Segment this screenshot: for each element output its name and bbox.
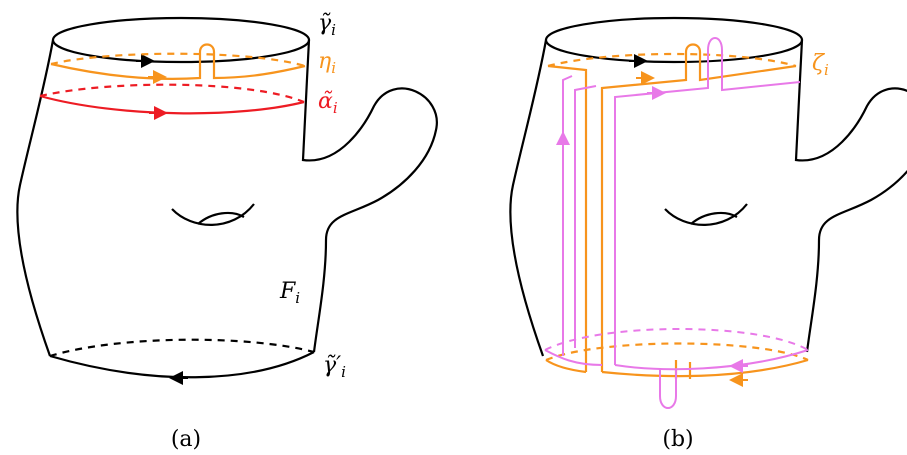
zeta-label: ζi xyxy=(812,51,829,79)
gamma-prime-label: γ̃′i xyxy=(323,353,346,381)
bottom-back-a xyxy=(49,338,315,358)
pink-curve-b xyxy=(544,37,809,409)
right-side-a xyxy=(301,39,438,353)
eta-curve-a xyxy=(50,43,306,80)
alpha-curve-a xyxy=(39,83,305,115)
panel-b: ζi (b) xyxy=(509,16,907,452)
top-boundary-a xyxy=(51,16,311,64)
panel-a: γ̃i ηi α̃i Fi γ̃′i (a) xyxy=(16,11,438,452)
caption-b: (b) xyxy=(662,427,693,452)
genus-hole-top-b xyxy=(664,203,748,226)
genus-hole-top-a xyxy=(171,203,255,226)
surface-a xyxy=(16,16,438,379)
F-label: Fi xyxy=(279,279,300,307)
genus-hole-bottom-b xyxy=(690,211,738,225)
left-side-b xyxy=(509,39,548,357)
zeta-curve-b xyxy=(545,43,809,379)
surface-b xyxy=(509,16,907,357)
bottom-front-a xyxy=(49,351,315,379)
left-side-a xyxy=(16,39,55,357)
eta-label: ηi xyxy=(318,49,336,77)
top-boundary-b xyxy=(544,16,804,64)
right-side-b xyxy=(794,39,907,353)
caption-a: (a) xyxy=(171,427,201,452)
genus-hole-bottom-a xyxy=(197,211,245,225)
alpha-label: α̃i xyxy=(318,89,338,117)
gamma-label: γ̃i xyxy=(318,11,336,39)
